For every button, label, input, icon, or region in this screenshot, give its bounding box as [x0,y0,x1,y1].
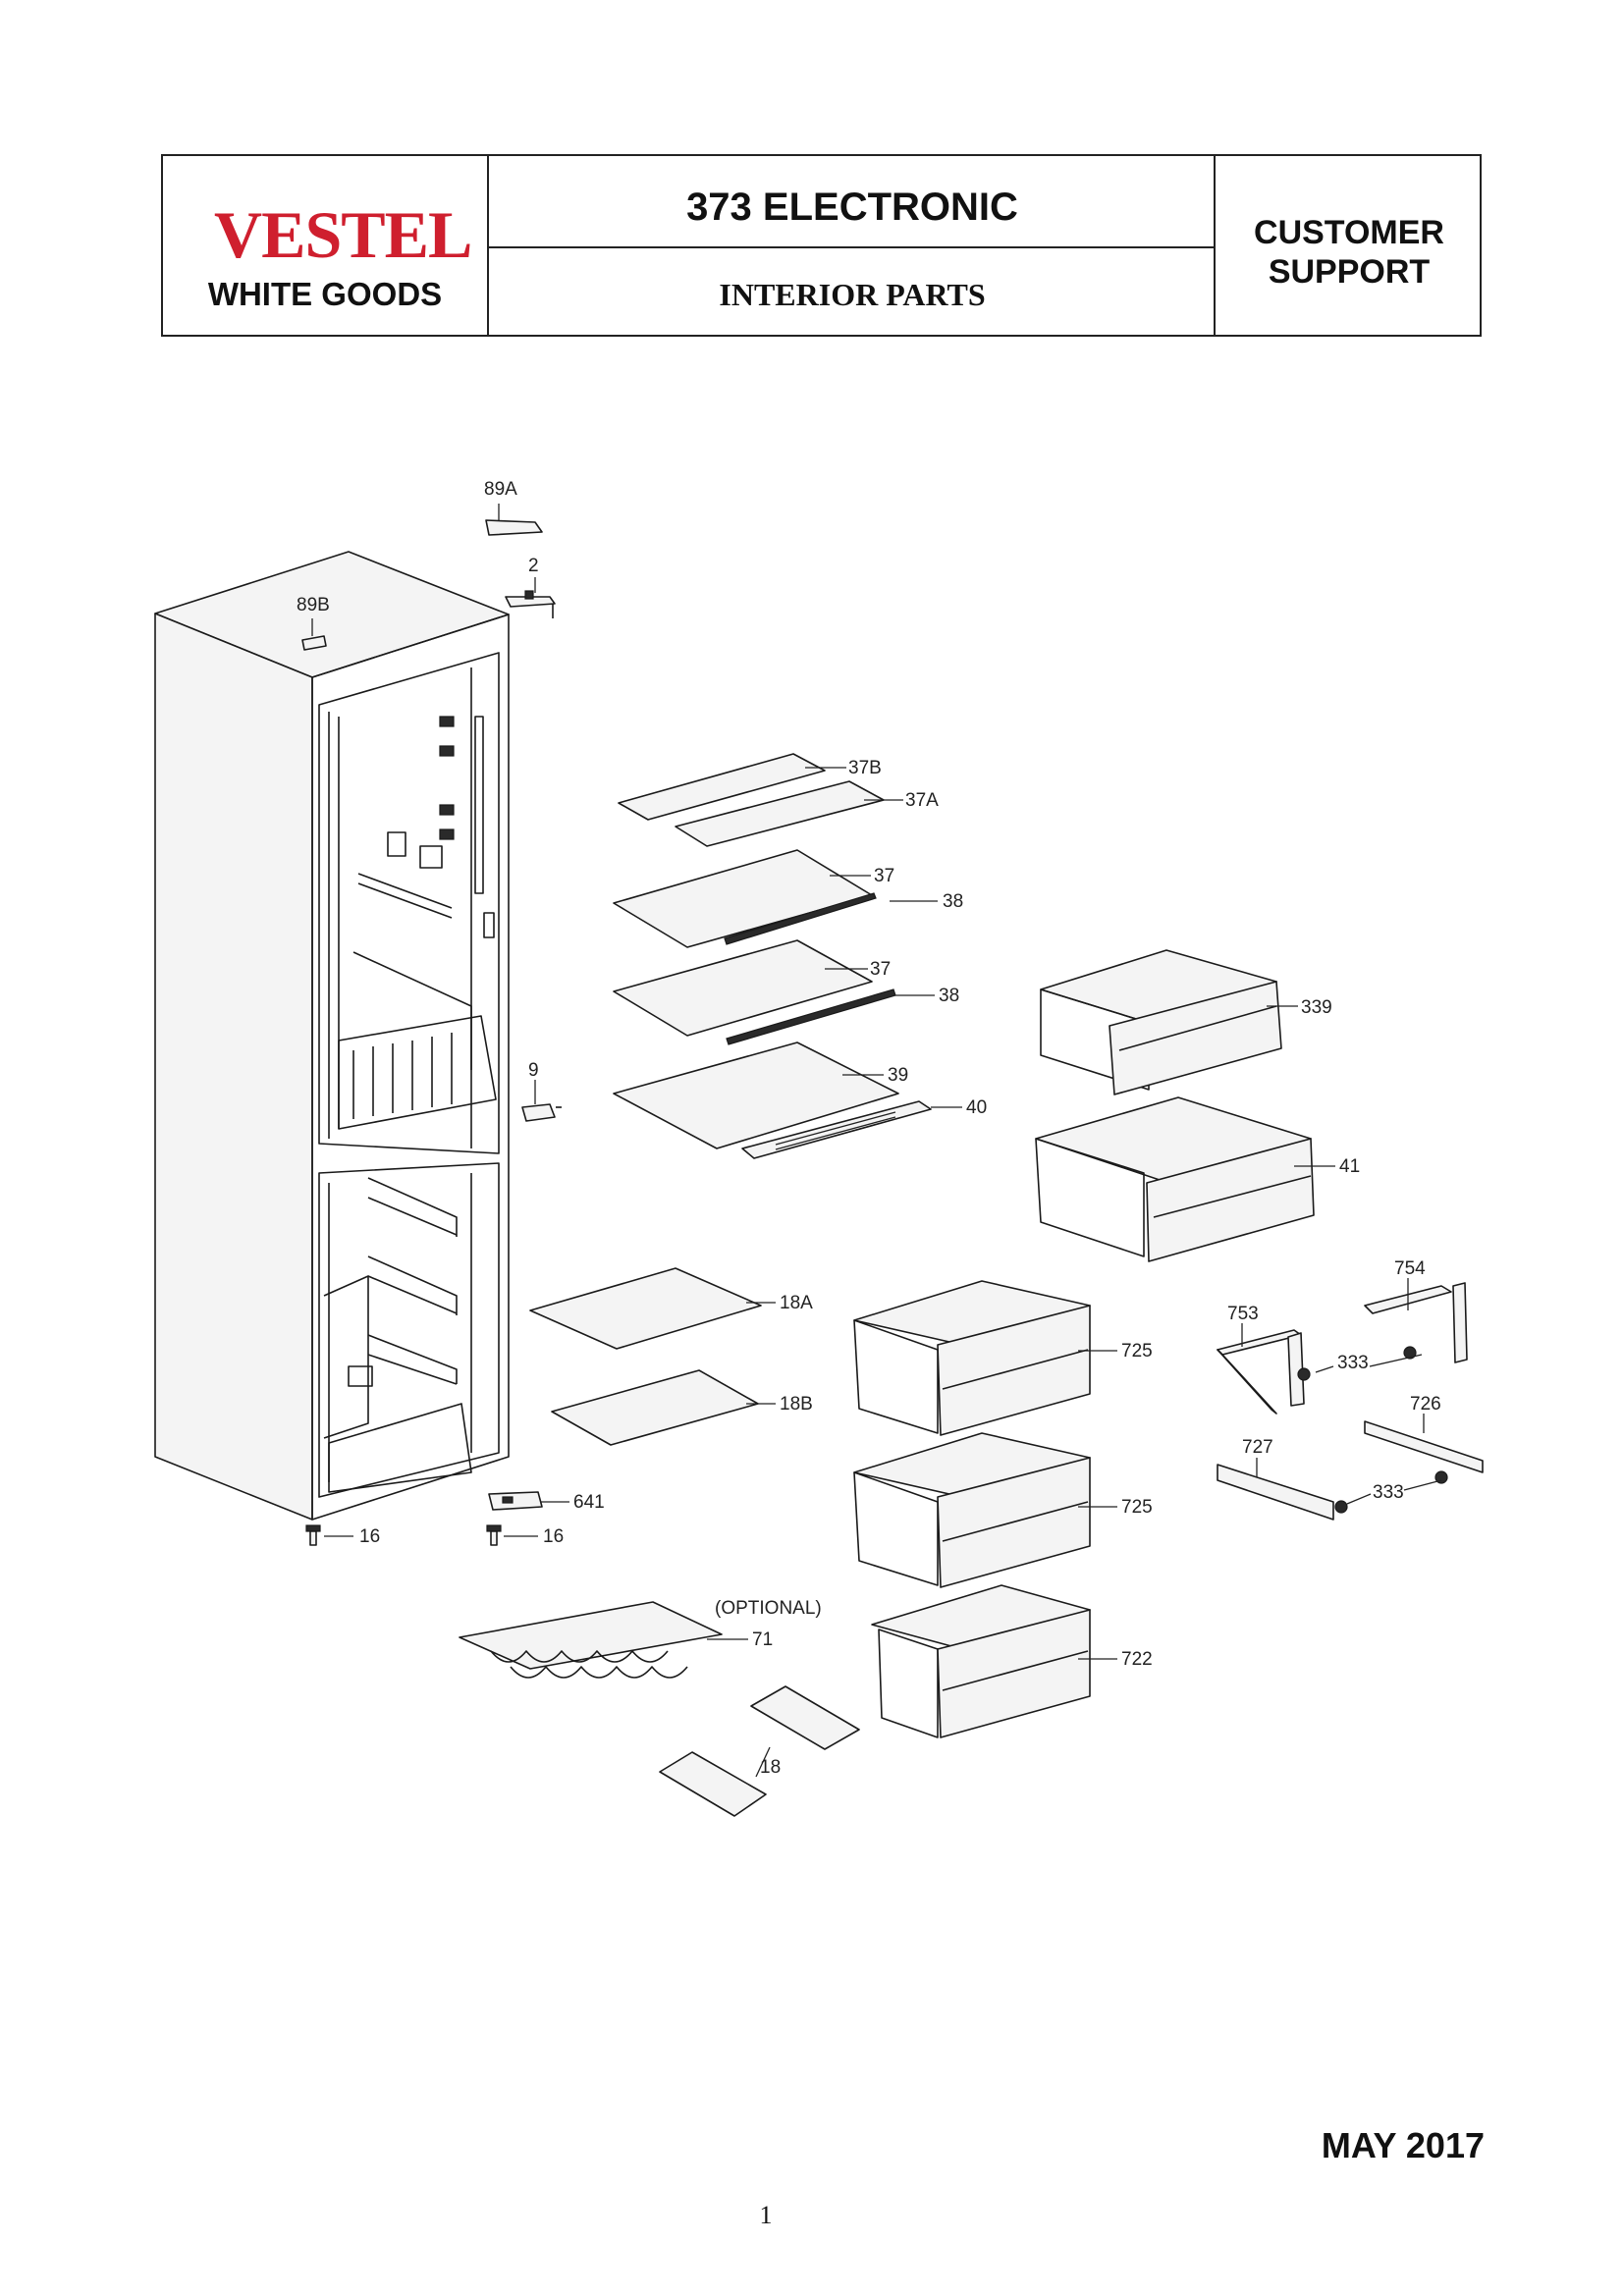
part-label-41: 41 [1339,1156,1360,1177]
part-labels: 89A 2 89B 37B 37A 37 38 37 38 339 9 39 4… [297,479,1441,1778]
hinge-cover-89a [485,519,543,536]
part-label-38-upper: 38 [943,891,963,912]
brand-logo: VESTEL [214,197,472,272]
part-label-754: 754 [1394,1258,1426,1279]
part-label-38-lower: 38 [939,986,959,1006]
divider [1214,156,1216,335]
drawer-rail-753 [1217,1329,1305,1415]
part-label-37a: 37A [905,790,939,811]
part-label-722: 722 [1121,1649,1153,1670]
refrigerator-cabinet [154,551,510,1521]
glass-shelf-37-lower [613,939,873,1037]
part-label-725-upper: 725 [1121,1341,1153,1362]
glass-shelf-37b [618,753,826,821]
part-label-16-left: 16 [359,1526,380,1547]
model-title: 373 ELECTRONIC [686,186,1018,229]
leader-lines [311,504,1442,1778]
adjustable-foot-left-16 [305,1524,321,1546]
part-label-40: 40 [966,1097,987,1118]
crisper-cover-frame-40 [741,1100,932,1159]
part-label-2: 2 [528,556,539,576]
support-line-1: CUSTOMER [1254,214,1444,251]
title-block: VESTEL WHITE GOODS 373 ELECTRONIC INTERI… [161,154,1482,337]
part-label-9: 9 [528,1060,539,1081]
part-label-71: 71 [752,1629,773,1650]
brand-subtitle: WHITE GOODS [207,276,443,312]
part-label-89a: 89A [484,479,517,500]
part-label-16-right: 16 [543,1526,564,1547]
part-label-753: 753 [1227,1304,1259,1324]
part-label-339: 339 [1301,997,1332,1018]
part-label-37-upper: 37 [874,866,894,886]
publication-date: MAY 2017 [1321,2125,1485,2165]
drawer-41 [1035,1096,1315,1262]
part-label-optional: (OPTIONAL) [715,1598,822,1619]
part-label-726: 726 [1410,1394,1441,1415]
part-label-37-lower: 37 [870,959,891,980]
drawer-rail-726 [1364,1420,1484,1473]
part-label-18a: 18A [780,1293,813,1313]
part-label-333-upper: 333 [1337,1353,1369,1373]
part-label-725-lower: 725 [1121,1497,1153,1518]
customer-support-label: CUSTOMER SUPPORT [1217,213,1482,292]
screw-333-lower [1334,1470,1448,1514]
divider [487,246,1214,248]
part-label-18b: 18B [780,1394,813,1415]
freezer-glass-shelf-18a [529,1267,762,1350]
bottom-hinge-641 [488,1491,543,1511]
divider [487,156,489,335]
part-label-727: 727 [1242,1437,1273,1458]
part-label-333-lower: 333 [1373,1482,1404,1503]
middle-hinge-9 [521,1103,562,1122]
part-label-18: 18 [760,1757,781,1778]
egg-tray-18 [659,1685,860,1817]
drawer-rail-727 [1217,1464,1334,1521]
top-hinge-2 [505,590,556,618]
hinge-cap-89b [301,635,327,651]
freezer-drawer-725-lower [853,1432,1091,1588]
part-label-89b: 89B [297,595,330,615]
part-label-37b: 37B [848,758,882,778]
adjustable-foot-right-16 [486,1524,502,1546]
section-title: INTERIOR PARTS [719,277,986,312]
freezer-drawer-722 [871,1584,1091,1738]
freezer-glass-shelf-18b [551,1369,759,1446]
shelf-trim-38-upper [724,892,877,945]
glass-shelf-39 [613,1041,899,1149]
part-label-641: 641 [573,1492,605,1513]
screw-333-upper [1297,1346,1417,1381]
support-line-2: SUPPORT [1268,253,1431,291]
freezer-drawer-725-upper [853,1280,1091,1436]
page-number: 1 [759,2201,773,2229]
wine-rack-71 [459,1601,723,1679]
drawer-339 [1040,949,1282,1095]
part-label-39: 39 [888,1065,908,1086]
